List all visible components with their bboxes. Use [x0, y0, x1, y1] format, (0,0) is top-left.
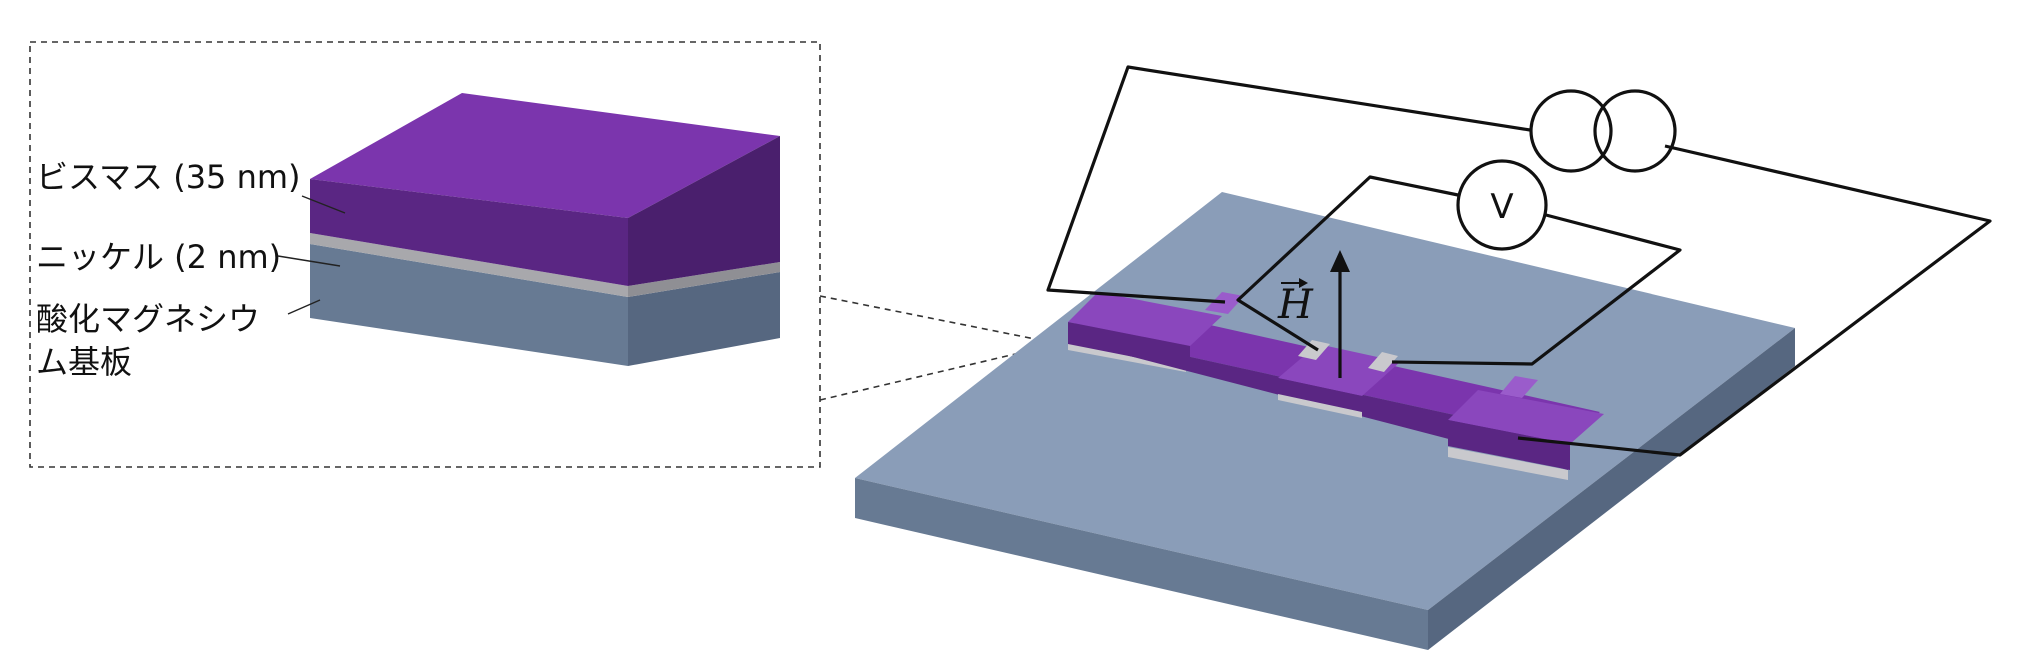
hall-bar-nickel-edge-right	[1448, 447, 1568, 480]
voltage-wire-left	[1236, 175, 1459, 352]
current-source-symbol	[1529, 89, 1677, 173]
substrate-layer-side	[628, 272, 780, 366]
right-contact-pad-top	[1448, 390, 1604, 444]
substrate-front-face	[855, 478, 1428, 650]
magnetic-field-arrow	[1330, 250, 1350, 378]
voltage-wire-right	[1391, 213, 1682, 366]
current-wire-left	[1046, 65, 1531, 304]
nickel-leader-line	[277, 255, 341, 267]
bismuth-layer-side	[628, 136, 780, 286]
bismuth-layer-top	[310, 93, 780, 218]
bismuth-layer-front	[310, 179, 628, 286]
substrate-slab	[855, 192, 1795, 650]
left-contact-pad-front	[1068, 322, 1190, 368]
nickel-layer-side	[628, 262, 780, 297]
hall-cross-nickel	[1278, 394, 1362, 418]
field-symbol: H	[1277, 282, 1314, 328]
substrate-side-face	[1428, 328, 1795, 650]
substrate-leader-line	[287, 299, 321, 315]
substrate-layer-front	[310, 244, 628, 366]
voltmeter-symbol	[1456, 159, 1548, 251]
substrate-label-line1: 酸化マグネシウ	[36, 300, 260, 338]
zoom-connector-bottom	[819, 342, 1063, 401]
inset-frame	[29, 41, 821, 468]
voltage-tab-left	[1298, 340, 1330, 360]
current-tab-right	[1500, 376, 1538, 398]
voltage-circuit	[1236, 175, 1682, 366]
nickel-label: ニッケル (2 nm)	[36, 238, 281, 276]
current-source-circle-right	[1593, 89, 1677, 173]
zoom-connector-top	[819, 295, 1041, 341]
voltage-tab-right	[1368, 352, 1398, 372]
substrate-label-line2: ム基板	[36, 343, 132, 381]
layer-stack	[310, 93, 780, 366]
voltmeter-label: V	[1490, 187, 1513, 227]
field-vector-mark	[1281, 278, 1308, 288]
nickel-layer-front	[310, 233, 628, 297]
current-circuit	[1046, 65, 1992, 457]
bismuth-label: ビスマス (35 nm)	[36, 158, 301, 196]
current-wire-right	[1517, 144, 1992, 457]
current-source-circle-left	[1529, 89, 1613, 173]
left-contact-pad-top	[1068, 292, 1222, 346]
bismuth-leader-line	[301, 195, 346, 214]
hall-cross-front	[1278, 378, 1362, 412]
right-contact-pad-front	[1448, 420, 1570, 470]
arrow-head	[1330, 250, 1350, 272]
